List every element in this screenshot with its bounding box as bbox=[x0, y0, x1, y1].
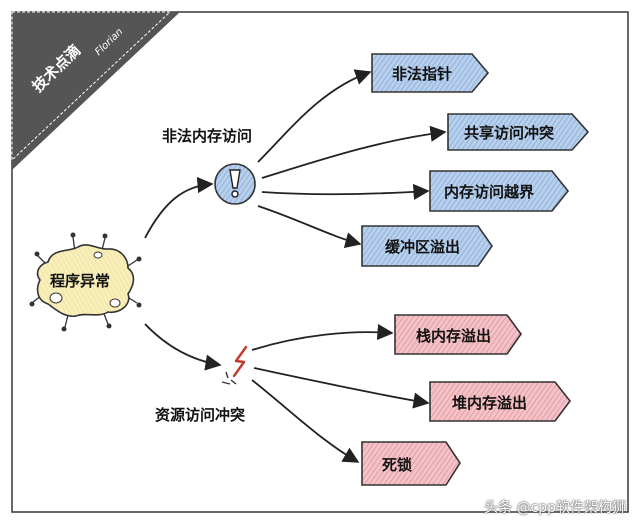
leaf-tag-shape bbox=[361, 441, 461, 486]
lightning-icon bbox=[221, 345, 248, 385]
exclamation-icon bbox=[214, 163, 256, 205]
leaf-label-stack-overflow: 栈内存溢出 bbox=[416, 327, 492, 345]
leaf-tag-shape bbox=[429, 170, 570, 212]
edge-branch2-leaf1 bbox=[251, 323, 394, 351]
edge-branch1-leaf4 bbox=[257, 205, 362, 249]
corner-banner bbox=[12, 12, 180, 170]
root-to-branch-2 bbox=[144, 323, 222, 371]
root-to-branch-1 bbox=[144, 177, 214, 239]
leaf-tag-shape bbox=[394, 314, 522, 355]
leaf-label-memory-out-of-bounds: 内存访问越界 bbox=[444, 183, 535, 201]
edge-branch1-leaf1 bbox=[257, 69, 372, 163]
frame-border bbox=[11, 11, 629, 513]
leaf-label-deadlock: 死锁 bbox=[382, 456, 413, 474]
leaf-label-shared-access-conflict: 共享访问冲突 bbox=[464, 124, 555, 142]
edge-branch2-leaf2 bbox=[253, 367, 430, 409]
leaf-tag-shape bbox=[447, 113, 590, 151]
leaf-label-heap-overflow: 堆内存溢出 bbox=[452, 394, 528, 412]
branch-label-resource: 资源访问冲突 bbox=[155, 406, 246, 424]
leaf-label-buffer-overflow: 缓冲区溢出 bbox=[385, 238, 461, 256]
edge-branch1-leaf2 bbox=[261, 125, 447, 179]
leaf-label-illegal-pointer: 非法指针 bbox=[392, 65, 453, 83]
leaf-tag-shape bbox=[371, 53, 490, 93]
edge-branch2-leaf3 bbox=[251, 379, 360, 463]
edge-branch1-leaf3 bbox=[261, 183, 430, 200]
root-node-label: 程序异常 bbox=[50, 272, 111, 290]
leaf-tag-shape bbox=[429, 381, 572, 422]
leaf-tag-shape bbox=[361, 225, 493, 267]
root-node-shape bbox=[29, 232, 142, 332]
branch-label-memory: 非法内存访问 bbox=[162, 127, 253, 145]
watermark: 头条 @cpp软件架构狮 bbox=[484, 500, 626, 516]
